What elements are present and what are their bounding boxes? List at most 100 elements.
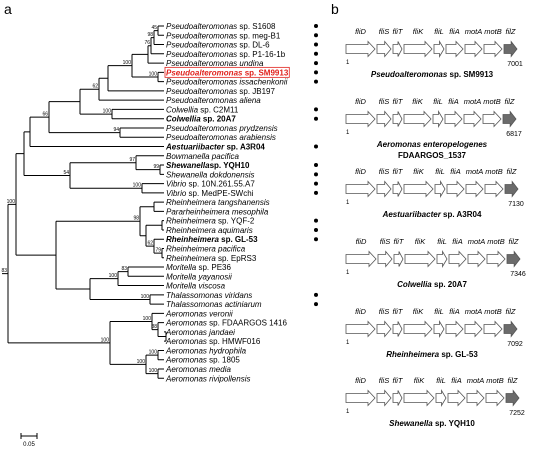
- operon-organism-name: Aestuariibacter sp. A3R04: [382, 210, 482, 219]
- gene-label: fliL: [437, 237, 447, 246]
- taxon-genus: Moritella: [166, 263, 197, 272]
- taxon-label: Bowmanella pacifica: [166, 152, 239, 161]
- taxon-labels: Pseudoalteromonas sp. S1608Pseudoalterom…: [164, 22, 290, 383]
- taxon-genus: Thalassomonas actiniarum: [166, 300, 262, 309]
- taxon-strain: sp. DL-6: [237, 41, 270, 50]
- gene-arrow-motB: [485, 389, 505, 407]
- bootstrap-value: 97: [129, 157, 135, 163]
- operon-end-coordinate: 7252: [509, 410, 525, 417]
- operon-organism-name: Pseudoalteromonas sp. SM9913: [371, 70, 494, 79]
- taxon-marker-dot: [314, 51, 318, 56]
- taxon-genus: Pseudoalteromonas: [166, 41, 237, 50]
- bootstrap-value: 62: [92, 84, 98, 90]
- gene-arrow-motA: [467, 250, 486, 268]
- operon-start-coordinate: 1: [346, 340, 350, 346]
- operon-start-coordinate: 1: [346, 60, 350, 66]
- gene-label: motA: [466, 167, 484, 176]
- taxon-marker-dot: [314, 42, 318, 47]
- taxon-label: Colwellia sp. C2M11: [166, 105, 239, 114]
- gene-label: fliK: [414, 376, 425, 385]
- taxon-marker-dot: [314, 292, 318, 297]
- gene-arrow-fliK: [403, 110, 432, 128]
- taxon-strain: sp. FDAARGOS 1416: [207, 319, 288, 328]
- gene-label: fliA: [452, 237, 462, 246]
- taxon-strain: sp. SM9913: [242, 68, 288, 77]
- taxon-label: Colwellia sp. 20A7: [166, 115, 236, 124]
- gene-arrow-fliD: [345, 110, 376, 128]
- taxon-marker-dot: [314, 181, 318, 186]
- bootstrap-value: 88: [151, 324, 157, 330]
- taxon-genus: Shewanella dokdonensis: [166, 170, 255, 179]
- highlight-box: [164, 66, 290, 78]
- gene-arrow-fliD: [345, 180, 376, 198]
- gene-label: fliT: [393, 27, 404, 36]
- taxon-marker-dot: [314, 163, 318, 168]
- taxon-label: Vibrio sp. 10N.261.55.A7: [166, 180, 255, 189]
- gene-arrow-fliT: [393, 251, 404, 267]
- bootstrap-values: 8310066621007698451001009454979910098627…: [1, 25, 161, 374]
- taxon-genus: Pseudoalteromonas: [166, 50, 237, 59]
- phylogenetic-tree: [2, 25, 167, 379]
- gene-label: motB: [487, 237, 505, 246]
- gene-label: fliS: [379, 97, 389, 106]
- gene-arrow-fliS: [376, 110, 392, 128]
- taxon-genus: Aeromonas: [165, 356, 207, 365]
- tree-branches: [2, 25, 167, 379]
- taxon-genus: Bowmanella pacifica: [166, 152, 239, 161]
- gene-label: fliS: [380, 237, 390, 246]
- gene-arrow-motA: [464, 40, 483, 58]
- taxon-label: Rheinheimera sp. EpRS3: [166, 254, 257, 263]
- taxon-strain: sp. A3R04: [224, 143, 265, 152]
- gene-label: motB: [484, 27, 502, 36]
- gene-arrow-fliD: [345, 40, 376, 58]
- taxon-label: Aeromonas veronii: [165, 309, 233, 318]
- taxon-label: Pseudoalteromonas aliena: [166, 96, 261, 105]
- taxon-genus: Pseudoalteromonas: [166, 31, 237, 40]
- taxon-marker-dot: [314, 24, 318, 28]
- gene-label: fliT: [393, 376, 404, 385]
- taxon-genus: Aestuariibacter: [165, 143, 225, 152]
- gene-arrow-fliA: [445, 320, 464, 338]
- gene-label: fliD: [355, 307, 366, 316]
- gene-label: fliD: [355, 167, 366, 176]
- taxon-genus: Aeromonas: [165, 337, 207, 346]
- taxon-genus: Rheinheimera: [166, 235, 219, 244]
- gene-arrow-fliL: [433, 320, 445, 338]
- taxon-genus: Vibrio: [166, 189, 187, 198]
- taxon-strain: sp. YQH10: [210, 161, 250, 170]
- taxon-genus: Thalassomonas viridans: [166, 291, 252, 300]
- gene-arrow-motB: [483, 40, 503, 58]
- scale-bar-label: 0.05: [23, 442, 35, 448]
- bootstrap-value: 100: [149, 71, 158, 77]
- gene-label: motB: [484, 307, 502, 316]
- panel-a-label: a: [4, 1, 12, 17]
- taxon-genus: Aeromonas hydrophila: [165, 346, 247, 355]
- gene-label: motA: [468, 237, 486, 246]
- taxon-strain: sp. HMWF016: [207, 337, 261, 346]
- gene-arrow-fliK: [404, 250, 436, 268]
- taxon-label: Pseudoalteromonas issachenkonii: [166, 78, 288, 87]
- operon-strain-id: FDAARGOS_1537: [398, 151, 467, 160]
- gene-arrow-fliL: [434, 180, 446, 198]
- gene-label: fliK: [413, 27, 424, 36]
- gene-label: fliL: [436, 376, 446, 385]
- taxon-genus: Pseudoalteromonas issachenkonii: [166, 78, 288, 87]
- gene-arrow-motA: [465, 180, 484, 198]
- bootstrap-value: 100: [103, 109, 112, 115]
- gene-arrow-fliD: [345, 320, 376, 338]
- gene-label: motA: [465, 27, 483, 36]
- taxon-label: Moritella yayanosii: [166, 272, 232, 281]
- gene-label: fliA: [450, 167, 460, 176]
- gene-label: fliS: [379, 307, 389, 316]
- taxon-strain: sp. P1-16-1b: [237, 50, 286, 59]
- gene-arrow-fliL: [432, 110, 444, 128]
- gene-arrow-fliK: [403, 389, 435, 407]
- taxon-marker-dot: [314, 79, 318, 84]
- taxon-marker-dot: [314, 172, 318, 177]
- operon-organism-name: Shewanella sp. YQH10: [389, 419, 475, 428]
- taxon-marker-dot: [314, 218, 318, 223]
- gene-label: fliD: [355, 97, 366, 106]
